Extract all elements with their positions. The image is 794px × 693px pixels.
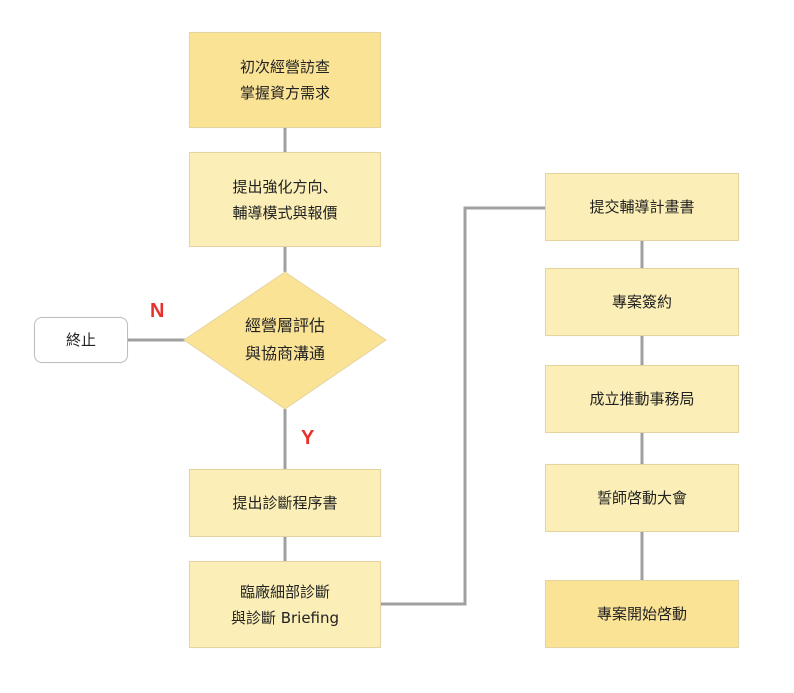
onsite-diagnosis-line-2: 與診斷 Briefing (230, 608, 340, 627)
onsite-diagnosis-box: 臨廠細部診斷 與診斷 Briefing (189, 561, 381, 648)
setup-office-label: 成立推動事務局 (589, 390, 695, 408)
project-start-box: 專案開始啓動 (545, 580, 739, 648)
kickoff-meeting-label: 誓師啓動大會 (596, 489, 687, 507)
sign-contract-label: 專案簽約 (611, 293, 672, 311)
onsite-diagnosis-line-1: 臨廠細部診斷 (239, 582, 330, 601)
decision-line-1: 經營層評估 (244, 316, 325, 335)
decision-line-2: 與協商溝通 (244, 344, 325, 363)
branch-no-label: N (150, 300, 165, 322)
decision-diamond (183, 271, 387, 410)
initial-visit-box: 初次經營訪查 掌握資方需求 (189, 32, 381, 128)
diagnosis-proposal-label: 提出診斷程序書 (232, 494, 338, 512)
submit-plan-label: 提交輔導計畫書 (589, 198, 695, 216)
termination-box: 終止 (34, 317, 128, 363)
submit-plan-box: 提交輔導計畫書 (545, 173, 739, 241)
termination-label: 終止 (65, 331, 96, 349)
decision-label: 經營層評估 與協商溝通 (204, 306, 366, 374)
initial-visit-line-2: 掌握資方需求 (239, 84, 330, 102)
kickoff-meeting-box: 誓師啓動大會 (545, 464, 739, 532)
line-onsite-to-plan (381, 206, 545, 606)
setup-office-box: 成立推動事務局 (545, 365, 739, 433)
diagnosis-proposal-box: 提出診斷程序書 (189, 469, 381, 537)
project-start-label: 專案開始啓動 (596, 605, 687, 623)
sign-contract-box: 專案簽約 (545, 268, 739, 336)
propose-direction-line-1: 提出強化方向、 (232, 177, 338, 196)
branch-yes-label: Y (301, 427, 315, 449)
initial-visit-line-1: 初次經營訪查 (239, 58, 330, 76)
propose-direction-line-2: 輔導模式與報價 (232, 203, 338, 222)
propose-direction-box: 提出強化方向、 輔導模式與報價 (189, 152, 381, 247)
